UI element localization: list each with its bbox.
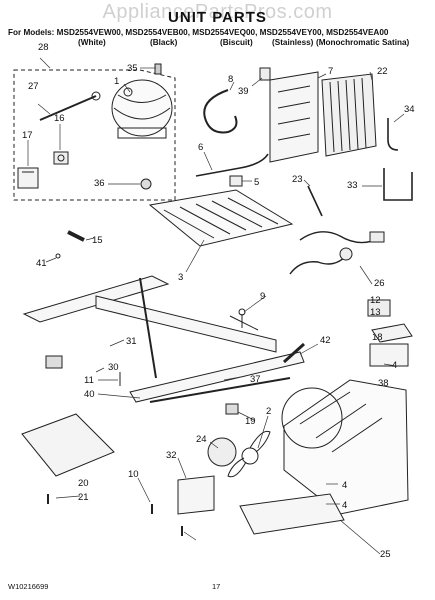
callout-22: 22 (377, 66, 388, 77)
callout-36: 36 (94, 178, 105, 189)
page-number: 17 (212, 582, 221, 591)
part-24-icon (207, 437, 237, 467)
doc-number: W10216699 (8, 582, 49, 591)
part-27-icon (39, 91, 101, 121)
part-35-icon (154, 63, 162, 75)
callout-11: 11 (84, 375, 94, 386)
callout-42: 42 (320, 335, 331, 346)
part-3-icon (148, 189, 294, 247)
callout-39: 39 (238, 86, 249, 97)
callout-4-b: 4 (342, 480, 347, 491)
callout-34: 34 (404, 104, 415, 115)
models-line: For Models: MSD2554VEW00, MSD2554VEB00, … (8, 28, 389, 37)
callout-5: 5 (254, 177, 259, 188)
part-36-icon (140, 178, 152, 190)
callout-31: 31 (126, 336, 137, 347)
callout-25: 25 (380, 549, 391, 560)
callout-20: 20 (78, 478, 89, 489)
part-34-icon (387, 118, 399, 151)
callout-38: 38 (378, 378, 389, 389)
callout-18: 18 (372, 332, 383, 343)
part-13-icon (371, 323, 413, 343)
callout-17: 17 (22, 130, 33, 141)
part-23-icon (307, 185, 323, 217)
part-19-icon (225, 403, 239, 415)
callout-37: 37 (250, 374, 261, 385)
part-39-icon (259, 67, 271, 81)
finish-label-1: (Black) (150, 38, 178, 47)
callout-10: 10 (128, 469, 139, 480)
callout-32: 32 (166, 450, 177, 461)
callout-7: 7 (328, 66, 333, 77)
callout-33: 33 (347, 180, 358, 191)
callout-9: 9 (260, 291, 265, 302)
part-17-icon (17, 167, 39, 189)
part-33-icon (383, 168, 413, 201)
part-25-icon (239, 493, 345, 535)
page-title: UNIT PARTS (168, 9, 267, 26)
part-6-icon (195, 153, 269, 177)
callout-35: 35 (127, 63, 138, 74)
callout-23: 23 (292, 174, 303, 185)
part-2-icon (227, 430, 271, 478)
compressor-icon (111, 79, 173, 139)
part-37-icon (149, 377, 291, 403)
callout-1: 1 (114, 76, 119, 87)
leader-lines (27, 57, 405, 555)
base-frame-icon (22, 275, 305, 403)
finish-label-4: (Monochromatic Satina) (316, 38, 410, 47)
finish-label-3: (Stainless) (272, 38, 314, 47)
callout-26: 26 (374, 278, 385, 289)
callout-8: 8 (228, 74, 233, 85)
callout-12: 12 (370, 295, 381, 306)
part-5-icon (229, 175, 243, 187)
callout-21: 21 (78, 492, 89, 503)
callout-4-a: 4 (392, 360, 397, 371)
part-18-icon (369, 343, 409, 367)
part-16-icon (53, 151, 69, 165)
part-41-icon (55, 253, 61, 259)
callout-13: 13 (370, 307, 381, 318)
part-31-icon (45, 355, 63, 369)
callout-28: 28 (38, 42, 49, 53)
part-8-icon (203, 89, 238, 134)
callout-16: 16 (54, 113, 65, 124)
callout-labels: 28 35 27 8 39 7 22 16 17 34 36 6 5 23 33… (22, 42, 415, 560)
part-42-icon (282, 342, 306, 364)
part-26-icon (289, 231, 385, 275)
part-7-icon (269, 71, 319, 163)
finish-label-0: (White) (78, 38, 106, 47)
callout-19: 19 (245, 416, 256, 427)
callout-3: 3 (178, 272, 183, 283)
watermark: AppliancePartsPros.com (102, 1, 333, 23)
part-32-icon (177, 475, 215, 515)
callout-4-c: 4 (342, 500, 347, 511)
callout-27: 27 (28, 81, 39, 92)
callout-30: 30 (108, 362, 119, 373)
part-22-icon (321, 73, 377, 157)
callout-40: 40 (84, 389, 95, 400)
part-9-icon (238, 308, 246, 328)
callout-24: 24 (196, 434, 207, 445)
compressor-group-box (13, 69, 176, 201)
part-12-icon (367, 299, 391, 317)
callout-15: 15 (92, 235, 103, 246)
callout-41: 41 (36, 258, 47, 269)
finish-label-2: (Biscuit) (220, 38, 253, 47)
part-38-icon (281, 379, 409, 515)
callout-2: 2 (266, 406, 271, 417)
part-20-icon (21, 413, 115, 477)
callout-6: 6 (198, 142, 203, 153)
part-15-icon (67, 230, 85, 242)
